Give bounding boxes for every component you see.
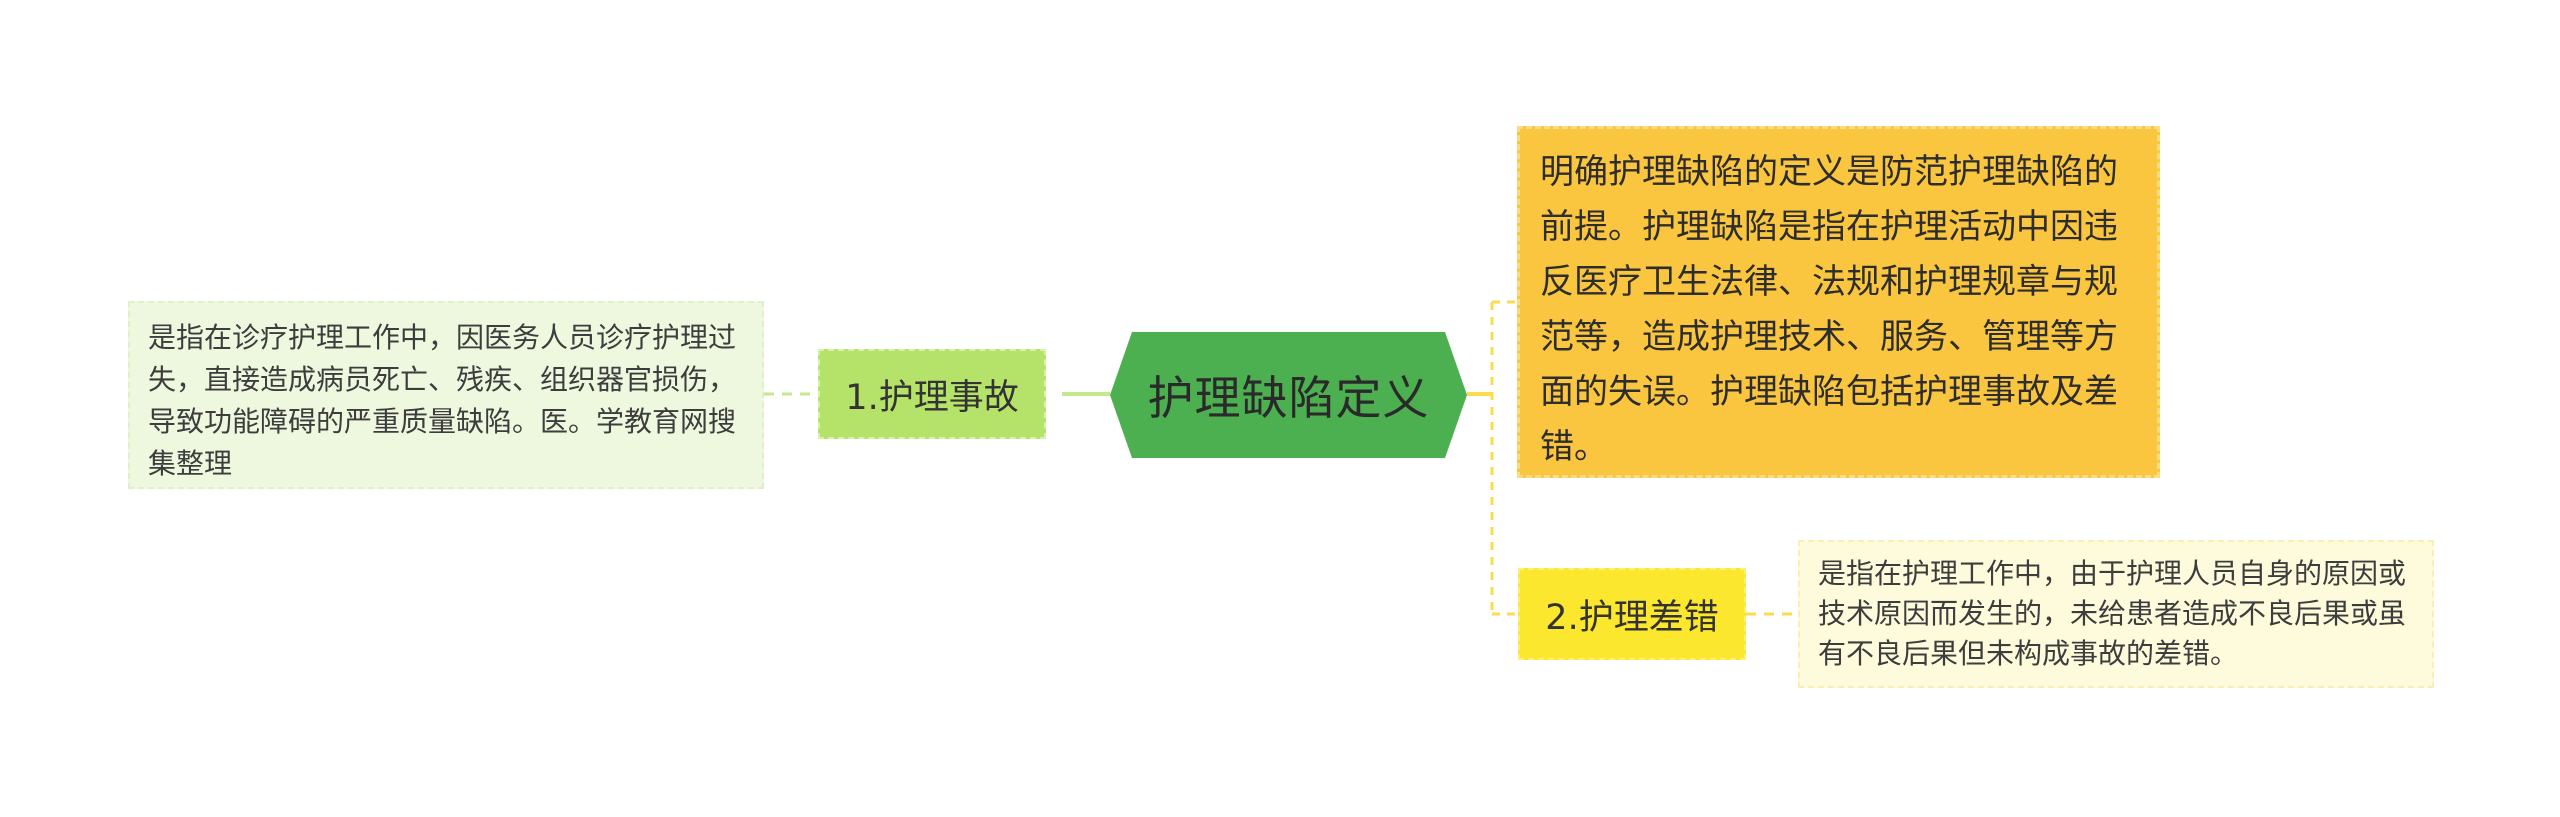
branch-node-nursing-error[interactable]: 2.护理差错 — [1518, 568, 1746, 660]
branch-label-nursing-accident: 1.护理事故 — [845, 377, 1019, 418]
leaf-text-definition: 明确护理缺陷的定义是防范护理缺陷的前提。护理缺陷是指在护理活动中因违反医疗卫生法… — [1540, 152, 2118, 467]
leaf-node-nursing-accident-detail[interactable]: 是指在诊疗护理工作中，因医务人员诊疗护理过失，直接造成病员死亡、残疾、组织器官损… — [128, 301, 764, 489]
central-topic-shape — [1110, 332, 1467, 458]
central-topic-label: 护理缺陷定义 — [1147, 371, 1430, 425]
leaf-text-nursing-accident-detail: 是指在诊疗护理工作中，因医务人员诊疗护理过失，直接造成病员死亡、残疾、组织器官损… — [148, 321, 737, 480]
leaf-node-nursing-error-detail[interactable]: 是指在护理工作中，由于护理人员自身的原因或技术原因而发生的，未给患者造成不良后果… — [1798, 540, 2434, 688]
branch-label-nursing-error: 2.护理差错 — [1545, 597, 1719, 638]
central-topic-node[interactable]: 护理缺陷定义 — [1110, 332, 1467, 458]
leaf-text-nursing-error-detail: 是指在护理工作中，由于护理人员自身的原因或技术原因而发生的，未给患者造成不良后果… — [1818, 557, 2407, 670]
leaf-node-definition-text[interactable]: 明确护理缺陷的定义是防范护理缺陷的前提。护理缺陷是指在护理活动中因违反医疗卫生法… — [1517, 126, 2160, 478]
branch-node-nursing-accident[interactable]: 1.护理事故 — [818, 349, 1046, 439]
